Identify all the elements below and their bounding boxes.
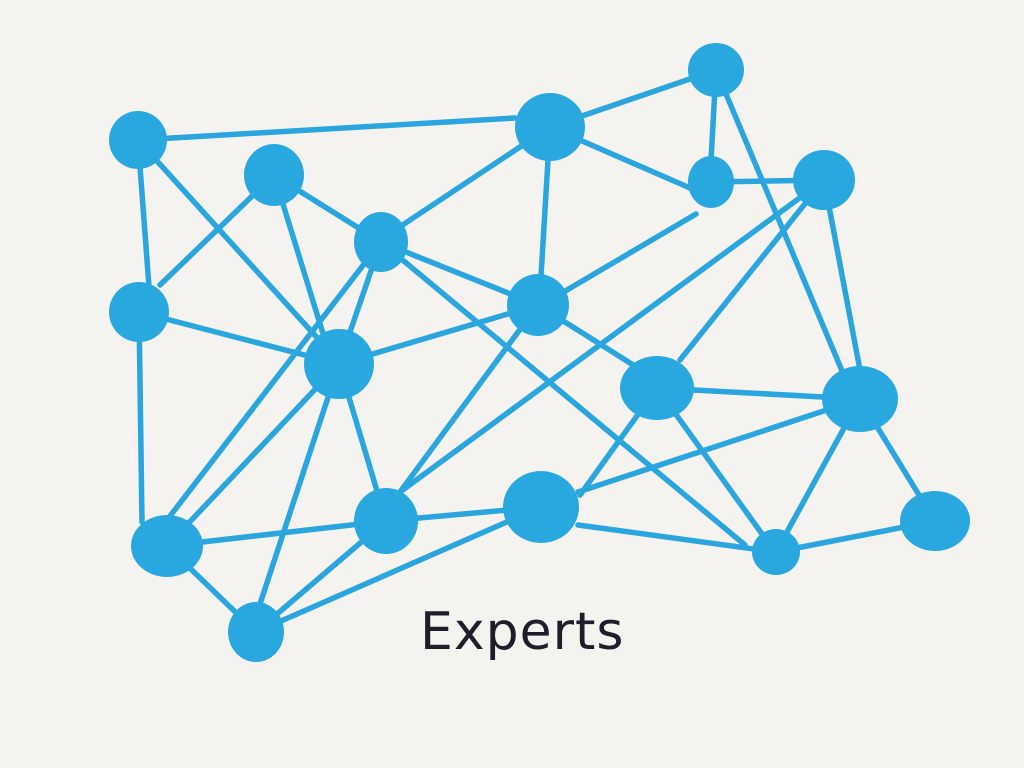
- network-node: [131, 515, 203, 577]
- network-edge: [821, 177, 863, 373]
- network-edge: [164, 518, 389, 549]
- network-node: [304, 329, 374, 399]
- diagram-caption: Experts: [420, 602, 625, 662]
- network-node: [620, 356, 694, 420]
- network-edge: [255, 361, 342, 613]
- network-edge: [164, 239, 384, 523]
- network-node: [244, 144, 304, 206]
- network-node: [354, 212, 408, 272]
- network-node: [109, 282, 169, 342]
- network-node: [354, 488, 418, 554]
- network-edge: [378, 239, 748, 548]
- network-edge: [397, 177, 827, 495]
- network-node: [507, 274, 569, 336]
- network-edge: [547, 211, 699, 303]
- network-node: [822, 366, 898, 432]
- network-node: [109, 111, 167, 169]
- network-node: [228, 602, 284, 662]
- network-edge: [677, 177, 827, 363]
- network-node: [900, 491, 970, 551]
- network-node: [688, 43, 744, 97]
- network-edge: [135, 137, 333, 355]
- network-node: [503, 471, 579, 543]
- network-edge: [575, 522, 779, 555]
- network-edge: [575, 396, 863, 495]
- network-node: [515, 93, 585, 161]
- network-edge: [253, 504, 544, 635]
- network-edge: [654, 385, 778, 555]
- network-node: [793, 150, 855, 210]
- network-edge: [397, 302, 541, 495]
- network-edge: [136, 309, 145, 525]
- network-edge: [164, 361, 342, 549]
- node-layer: [109, 43, 970, 662]
- network-node: [688, 156, 734, 208]
- network-edge: [135, 115, 518, 143]
- network-node: [752, 529, 800, 575]
